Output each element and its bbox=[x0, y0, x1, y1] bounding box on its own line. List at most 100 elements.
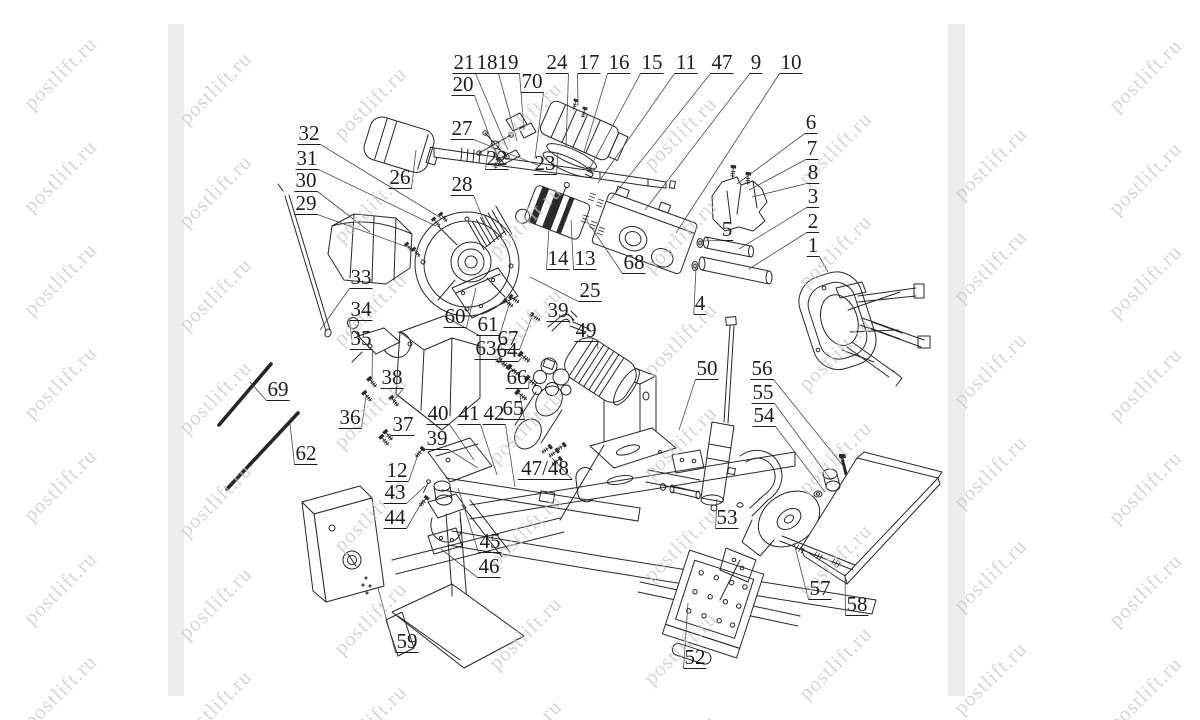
leader-line-55 bbox=[774, 403, 832, 481]
svg-text:56: 56 bbox=[752, 356, 773, 380]
watermark-text: postlift.ru bbox=[174, 562, 257, 645]
part-handle-rod bbox=[277, 183, 332, 338]
watermark-text: postlift.ru bbox=[19, 238, 102, 321]
svg-text:31: 31 bbox=[297, 146, 318, 170]
leader-line-3 bbox=[738, 207, 807, 250]
watermark-text: postlift.ru bbox=[949, 122, 1032, 205]
watermark-text: postlift.ru bbox=[1104, 240, 1187, 323]
part-label-23: 23 bbox=[533, 151, 557, 175]
leader-line-18 bbox=[498, 73, 518, 142]
leader-line-53 bbox=[715, 498, 718, 529]
watermark-text: postlift.ru bbox=[949, 534, 1032, 617]
svg-text:54: 54 bbox=[754, 403, 776, 427]
leader-line-70 bbox=[534, 92, 544, 159]
part-label-61: 61 bbox=[476, 312, 500, 336]
part-label-19: 19 bbox=[496, 50, 520, 74]
watermark-text: postlift.ru bbox=[19, 341, 102, 424]
svg-text:23: 23 bbox=[535, 151, 556, 175]
svg-text:12: 12 bbox=[387, 458, 408, 482]
svg-text:63: 63 bbox=[476, 336, 497, 360]
leader-line-28 bbox=[473, 195, 487, 227]
part-label-64: 64 bbox=[495, 338, 519, 362]
part-label-47-48: 47/48 bbox=[517, 456, 573, 480]
part-label-44: 44 bbox=[383, 505, 407, 529]
watermark-text: postlift.ru bbox=[19, 650, 102, 720]
svg-text:11: 11 bbox=[676, 50, 696, 74]
svg-text:25: 25 bbox=[580, 278, 601, 302]
svg-text:10: 10 bbox=[781, 50, 802, 74]
watermark-text: postlift.ru bbox=[639, 92, 722, 175]
part-label-32: 32 bbox=[297, 121, 321, 145]
leader-line-68 bbox=[586, 220, 623, 274]
leader-line-16 bbox=[583, 73, 608, 153]
part-support-bracket bbox=[711, 164, 768, 232]
svg-text:1: 1 bbox=[808, 233, 819, 257]
part-label-45: 45 bbox=[478, 529, 502, 553]
part-bead-breaker bbox=[719, 449, 821, 601]
leader-line-15 bbox=[589, 73, 641, 169]
leader-line-61 bbox=[499, 301, 511, 336]
watermark-text: postlift.ru bbox=[174, 459, 257, 542]
part-label-37: 37 bbox=[391, 412, 415, 436]
svg-text:46: 46 bbox=[479, 554, 500, 578]
svg-text:37: 37 bbox=[393, 412, 414, 436]
part-gearbox bbox=[591, 185, 698, 275]
leader-line-56 bbox=[773, 379, 845, 468]
part-label-41: 41 bbox=[457, 401, 481, 425]
part-label-58: 58 bbox=[845, 592, 869, 616]
leader-line-35 bbox=[371, 349, 373, 382]
leader-line-7 bbox=[748, 159, 806, 191]
leader-lines bbox=[249, 73, 846, 669]
part-label-43: 43 bbox=[383, 480, 407, 504]
svg-text:41: 41 bbox=[459, 401, 480, 425]
watermark-text: postlift.ru bbox=[639, 710, 722, 720]
part-label-34: 34 bbox=[349, 297, 373, 321]
part-label-62: 62 bbox=[294, 441, 318, 465]
watermark-text: postlift.ru bbox=[1104, 343, 1187, 426]
leader-line-21 bbox=[475, 73, 509, 151]
leader-line-8 bbox=[751, 183, 807, 198]
leader-line-65 bbox=[519, 395, 525, 420]
part-label-38: 38 bbox=[380, 365, 404, 389]
part-label-56: 56 bbox=[750, 356, 774, 380]
part-label-53: 53 bbox=[715, 505, 739, 529]
part-label-3: 3 bbox=[806, 184, 820, 208]
leader-line-44 bbox=[406, 499, 424, 529]
watermark-text: postlift.ru bbox=[174, 150, 257, 233]
part-label-42: 42 bbox=[482, 401, 506, 425]
leader-line-20 bbox=[474, 95, 500, 163]
leader-line-22 bbox=[485, 149, 489, 170]
leader-line-24 bbox=[565, 73, 569, 147]
part-label-55: 55 bbox=[751, 380, 775, 404]
watermark-text: postlift.ru bbox=[19, 547, 102, 630]
leader-line-4 bbox=[693, 267, 697, 315]
svg-text:55: 55 bbox=[753, 380, 774, 404]
svg-text:6: 6 bbox=[806, 110, 817, 134]
svg-text:67: 67 bbox=[498, 326, 519, 350]
part-label-10: 10 bbox=[779, 50, 803, 74]
part-label-14: 14 bbox=[546, 246, 570, 270]
svg-text:68: 68 bbox=[624, 250, 645, 274]
svg-text:69: 69 bbox=[268, 377, 289, 401]
part-label-9: 9 bbox=[749, 50, 763, 74]
part-carriage-plate bbox=[637, 549, 801, 665]
leader-line-50 bbox=[678, 379, 696, 431]
part-label-7: 7 bbox=[805, 136, 819, 160]
leader-line-23 bbox=[556, 151, 559, 175]
leader-line-32 bbox=[320, 144, 442, 219]
svg-text:40: 40 bbox=[428, 401, 449, 425]
leader-line-57 bbox=[793, 542, 809, 600]
svg-text:36: 36 bbox=[340, 405, 361, 429]
leader-line-58 bbox=[844, 573, 846, 616]
svg-text:5: 5 bbox=[722, 217, 733, 241]
leader-line-14 bbox=[546, 226, 550, 270]
page-edge-left bbox=[168, 24, 184, 696]
svg-text:21: 21 bbox=[454, 50, 475, 74]
part-electric-box bbox=[301, 485, 385, 603]
svg-text:2: 2 bbox=[808, 209, 819, 233]
watermark-text: postlift.ru bbox=[174, 665, 257, 720]
svg-text:50: 50 bbox=[697, 356, 718, 380]
leader-line-60 bbox=[466, 287, 477, 328]
